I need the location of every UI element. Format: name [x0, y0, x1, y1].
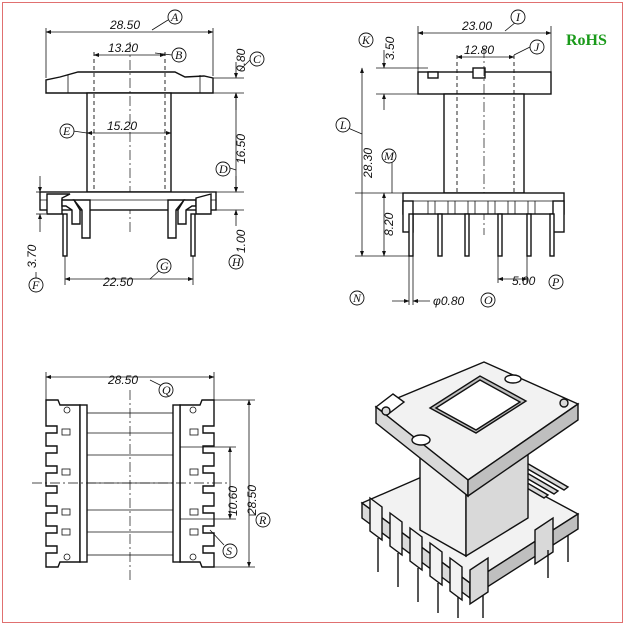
callout-q: Q [158, 382, 174, 398]
callout-p: P [548, 274, 564, 290]
callout-r: R [255, 512, 271, 528]
svg-text:F: F [31, 278, 40, 292]
dim-side-flange-height: 3.50 [383, 36, 397, 60]
dim-side-pin-pitch: 5.00 [512, 274, 536, 288]
callout-s: S [222, 543, 238, 559]
callout-m: M [381, 148, 397, 164]
dim-front-pin-offset: 3.70 [25, 244, 39, 268]
callout-g: G [156, 258, 172, 274]
dim-side-width: 23.00 [461, 19, 492, 33]
side-view: 23.00 12.80 3.50 28.30 8.20 5.00 φ0.80 [335, 9, 565, 308]
svg-text:M: M [383, 149, 395, 163]
svg-text:L: L [339, 118, 347, 132]
callout-b: B [171, 47, 187, 63]
callout-c: C [249, 51, 265, 67]
dim-front-pin-span: 22.50 [102, 275, 133, 289]
svg-text:A: A [170, 10, 179, 24]
isometric-view [360, 361, 580, 618]
dim-side-total-height: 28.30 [361, 148, 375, 179]
dim-side-core-width: 12.80 [464, 43, 494, 57]
callout-e: E [59, 123, 75, 139]
callout-d: D [215, 161, 231, 177]
svg-text:G: G [160, 259, 169, 273]
svg-text:E: E [62, 124, 71, 138]
dim-front-base-thickness: 1.00 [234, 229, 248, 253]
callout-k: K [358, 32, 374, 48]
callout-l: L [335, 117, 351, 133]
svg-text:D: D [218, 162, 228, 176]
svg-text:J: J [534, 40, 540, 54]
callout-o: O [480, 292, 496, 308]
dim-side-base-to-pin: 8.20 [382, 212, 396, 236]
svg-text:N: N [352, 291, 362, 305]
dim-front-core-outer: 15.20 [107, 119, 137, 133]
svg-text:B: B [175, 48, 183, 62]
svg-text:P: P [551, 275, 560, 289]
svg-text:C: C [253, 52, 262, 66]
callout-h: H [228, 254, 244, 270]
svg-text:I: I [515, 10, 521, 24]
rohs-badge: RoHS [566, 32, 607, 49]
svg-text:S: S [226, 544, 232, 558]
callout-j: J [529, 39, 545, 55]
dim-bottom-depth: 28.50 [245, 485, 259, 516]
svg-text:Q: Q [162, 383, 171, 397]
dim-front-core-width: 13.20 [108, 41, 138, 55]
callout-i: I [510, 9, 526, 25]
dim-side-pin-diameter: φ0.80 [433, 294, 465, 308]
dim-front-width: 28.50 [109, 18, 140, 32]
svg-text:H: H [231, 255, 242, 269]
svg-text:R: R [258, 513, 267, 527]
front-view: 28.50 13.20 0.80 15.20 16.50 1.00 [25, 9, 265, 293]
dim-bottom-width: 28.50 [107, 373, 138, 387]
callout-a: A [167, 9, 183, 25]
dim-front-flange-thickness: 0.80 [234, 48, 248, 72]
bottom-view: 28.50 10.60 28.50 Q R S [32, 372, 271, 580]
dim-front-winding-height: 16.50 [234, 134, 248, 164]
svg-text:O: O [484, 293, 493, 307]
callout-n: N [349, 290, 365, 306]
dim-bottom-slot: 10.60 [226, 486, 240, 516]
callout-f: F [28, 277, 44, 293]
svg-text:K: K [361, 33, 371, 47]
